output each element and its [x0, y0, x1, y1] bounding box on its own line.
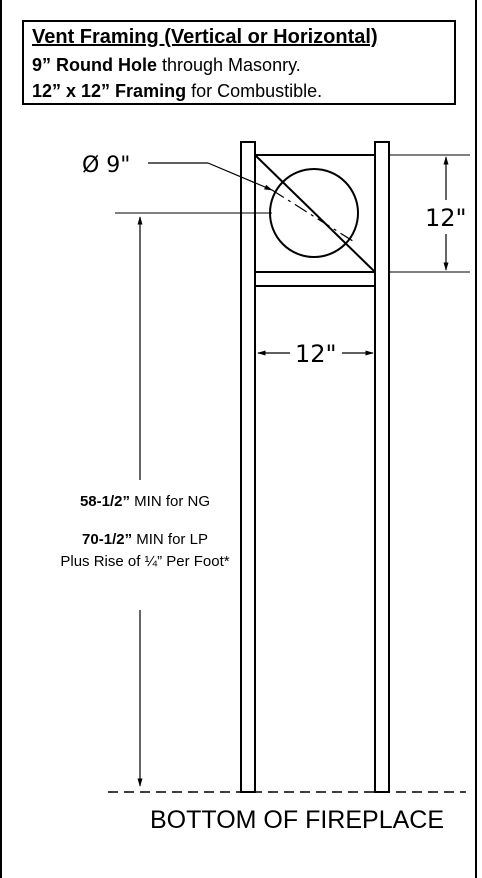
framing-size: 12” x 12” Framing — [32, 81, 187, 101]
ng-clearance-text: MIN for NG — [130, 493, 211, 510]
ng-clearance-note: 58-1/2” MIN for NG — [0, 493, 290, 510]
vent-framing-callout: Vent Framing (Vertical or Horizontal) 9”… — [22, 20, 456, 105]
callout-framing-line: 12” x 12” Framing for Combustible. — [32, 81, 322, 102]
right-stud — [374, 141, 390, 793]
diameter-centerline — [271, 189, 357, 244]
rise-note: Plus Rise of ¼” Per Foot* — [60, 553, 230, 570]
lp-clearance-text: MIN for LP — [132, 531, 208, 548]
bottom-of-fireplace-label: BOTTOM OF FIREPLACE — [150, 806, 445, 834]
round-hole-size: 9” Round Hole — [32, 55, 157, 75]
bottom-header — [254, 271, 376, 287]
diameter-label: Ø 9" — [82, 153, 130, 178]
lp-clearance-note: 70-1/2” MIN for LP — [0, 531, 290, 548]
framing-text: for Combustible. — [186, 81, 323, 101]
framing-diagonal — [254, 154, 376, 273]
diameter-leader-arrow — [207, 162, 273, 191]
height-label: 12" — [425, 204, 467, 232]
ng-clearance-value: 58-1/2” — [79, 493, 131, 510]
lp-clearance-value: 70-1/2” — [82, 531, 133, 548]
callout-round-hole-line: 9” Round Hole through Masonry. — [32, 55, 301, 76]
width-label: 12" — [295, 340, 337, 368]
round-hole-text: through Masonry. — [157, 55, 301, 75]
callout-heading: Vent Framing (Vertical or Horizontal) — [32, 26, 378, 48]
left-stud — [240, 141, 256, 793]
